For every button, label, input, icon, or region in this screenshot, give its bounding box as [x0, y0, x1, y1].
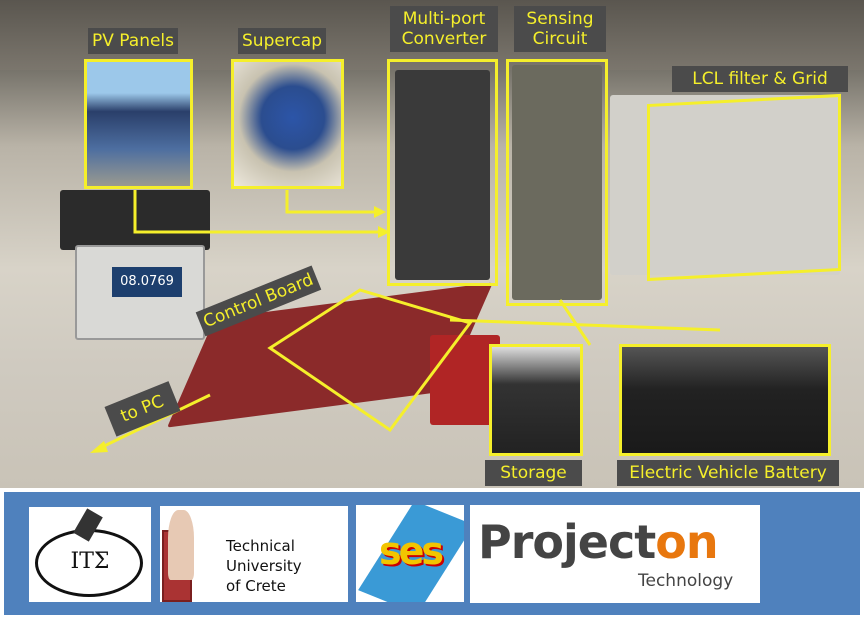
storage-inset	[489, 344, 583, 456]
to-pc-arrow-line	[99, 393, 211, 450]
tuc-line: University	[226, 557, 302, 575]
tuc-line: of Crete	[226, 577, 286, 595]
arrow-head	[90, 441, 108, 453]
red-meter	[430, 335, 500, 425]
control-board-outline	[267, 288, 473, 433]
supercap-arrow-line	[285, 190, 380, 214]
label-storage: Storage	[485, 460, 582, 486]
lcl-enclosure	[610, 95, 840, 275]
multimeter: 08.0769	[75, 245, 205, 340]
annotation-overlay	[90, 190, 721, 453]
sensing-hardware	[512, 65, 602, 300]
label-pv-panels: PV Panels	[88, 28, 179, 54]
sponsor-logo-band: ΙΤΣ Technical University of Crete ses Pr…	[4, 492, 860, 615]
label-supercap: Supercap	[238, 28, 326, 54]
tuc-logo: Technical University of Crete	[160, 506, 348, 602]
label-line: Multi-port	[402, 9, 486, 29]
sensing-link-line	[558, 299, 592, 346]
lcl-box	[647, 93, 841, 282]
tuc-text: Technical University of Crete	[226, 536, 302, 596]
ses-text: ses	[378, 529, 444, 573]
multimeter-display: 08.0769	[112, 267, 182, 297]
converter-hardware	[395, 70, 490, 280]
ite-logo: ΙΤΣ	[29, 507, 151, 602]
label-line: Circuit	[532, 29, 588, 49]
arrow-head	[378, 226, 390, 238]
projecton-logo: Projecton Technology	[470, 505, 760, 603]
converter-box	[387, 59, 498, 286]
label-line: Converter	[401, 29, 487, 49]
projecton-text: Projecton	[478, 515, 719, 569]
label-ev-battery: Electric Vehicle Battery	[617, 460, 839, 486]
pv-arrow-line	[133, 190, 385, 234]
tuc-line: Technical	[226, 537, 295, 555]
arrow-head	[374, 206, 386, 218]
storage-link-line	[449, 318, 721, 332]
projecton-subtitle: Technology	[638, 571, 734, 591]
ses-logo: ses	[356, 505, 464, 602]
label-line: Sensing	[526, 9, 594, 29]
ev-battery-inset	[619, 344, 831, 456]
projecton-accent: on	[655, 515, 718, 569]
ite-text: ΙΤΣ	[70, 549, 110, 574]
supercap-inset	[231, 59, 344, 189]
pv-panels-inset	[84, 59, 193, 189]
sensing-box	[506, 59, 608, 306]
label-lcl-filter: LCL filter & Grid	[672, 66, 848, 92]
projecton-main: Project	[478, 515, 656, 569]
